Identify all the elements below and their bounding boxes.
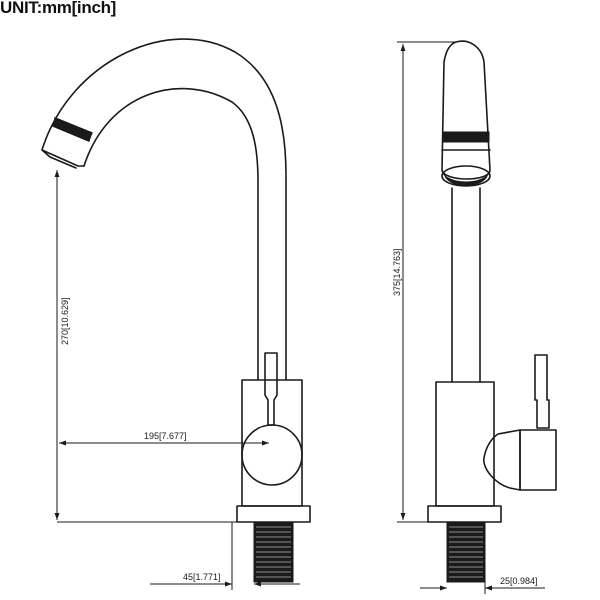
- unit-label: UNIT:mm[inch]: [0, 0, 117, 17]
- front-spout-tip: [41, 149, 85, 169]
- side-height-label: 375[14.763]: [392, 248, 402, 296]
- front-height-label: 270[10.629]: [60, 297, 70, 345]
- side-view: 375[14.763] 25[0.984]: [392, 40, 557, 594]
- side-spout-head: [441, 40, 491, 180]
- front-cartridge: [241, 424, 303, 486]
- front-handle-lever: [264, 352, 278, 426]
- front-aerator-band: [52, 117, 93, 142]
- side-base-label: 25[0.984]: [500, 576, 538, 586]
- side-handle-cap: [483, 429, 521, 491]
- front-reach-label: 195[7.677]: [144, 431, 187, 441]
- side-body: [435, 381, 495, 507]
- front-spout-outer: [41, 38, 287, 381]
- side-handle-body: [519, 429, 557, 491]
- side-handle-lever: [534, 354, 550, 429]
- side-aerator-dark: [441, 169, 491, 186]
- front-view: 270[10.629] 195[7.677] 45[1.771]: [41, 38, 311, 590]
- front-thread-lines: [256, 526, 291, 578]
- front-base-label: 45[1.771]: [183, 572, 221, 582]
- front-base-flange: [236, 505, 311, 523]
- side-base-flange: [427, 505, 502, 523]
- side-thread-lines: [449, 526, 483, 578]
- side-head-band: [442, 131, 490, 143]
- front-spout-inner: [83, 87, 259, 381]
